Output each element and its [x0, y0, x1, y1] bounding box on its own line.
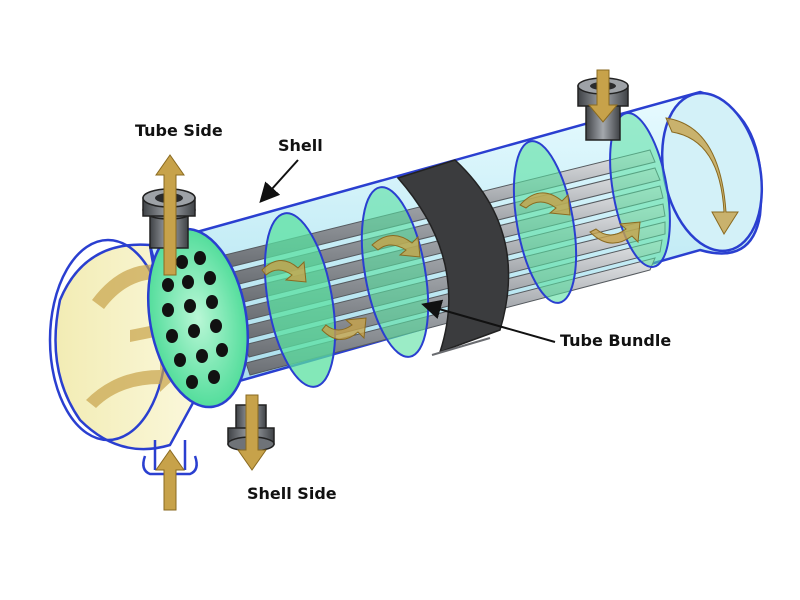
tube-hole	[216, 343, 228, 357]
flow-arrow	[589, 221, 641, 244]
tube-hole	[196, 349, 208, 363]
flow-arrow	[665, 117, 739, 235]
flow-arrow	[261, 260, 307, 283]
tube-hole	[186, 375, 198, 389]
tube-hole	[204, 271, 216, 285]
flow-arrow	[371, 235, 421, 258]
tube-hole	[210, 319, 222, 333]
shell-side-label: Shell Side	[247, 484, 337, 503]
baffles	[263, 112, 671, 388]
tube-hole	[182, 275, 194, 289]
tube-hole	[162, 278, 174, 292]
tube-side-label: Tube Side	[135, 121, 223, 140]
flow-arrow	[321, 317, 367, 340]
shell-side-outlet-arrow	[237, 394, 267, 471]
baffle	[512, 140, 578, 304]
tube-side-inlet-arrow	[155, 449, 185, 511]
tube-bundle-leader-line	[421, 299, 556, 343]
shell-flow-arrows	[261, 117, 739, 340]
flow-arrow	[519, 192, 571, 216]
tube-bundle-label: Tube Bundle	[560, 331, 672, 350]
shell-leader-line	[259, 159, 299, 203]
tube-hole	[184, 299, 196, 313]
baffle	[263, 212, 337, 388]
tube-hole	[206, 295, 218, 309]
tube-hole	[174, 353, 186, 367]
shell-side-inlet-arrow	[587, 69, 619, 123]
tube-hole	[162, 303, 174, 317]
tube-hole	[188, 324, 200, 338]
tube-side-outlet-arrow	[155, 154, 185, 276]
tube-hole	[194, 251, 206, 265]
shell-label: Shell	[278, 136, 323, 155]
tube-hole	[176, 255, 188, 269]
baffle	[360, 186, 430, 358]
tube-hole	[208, 370, 220, 384]
tube-hole	[166, 329, 178, 343]
shell-band	[396, 159, 510, 356]
